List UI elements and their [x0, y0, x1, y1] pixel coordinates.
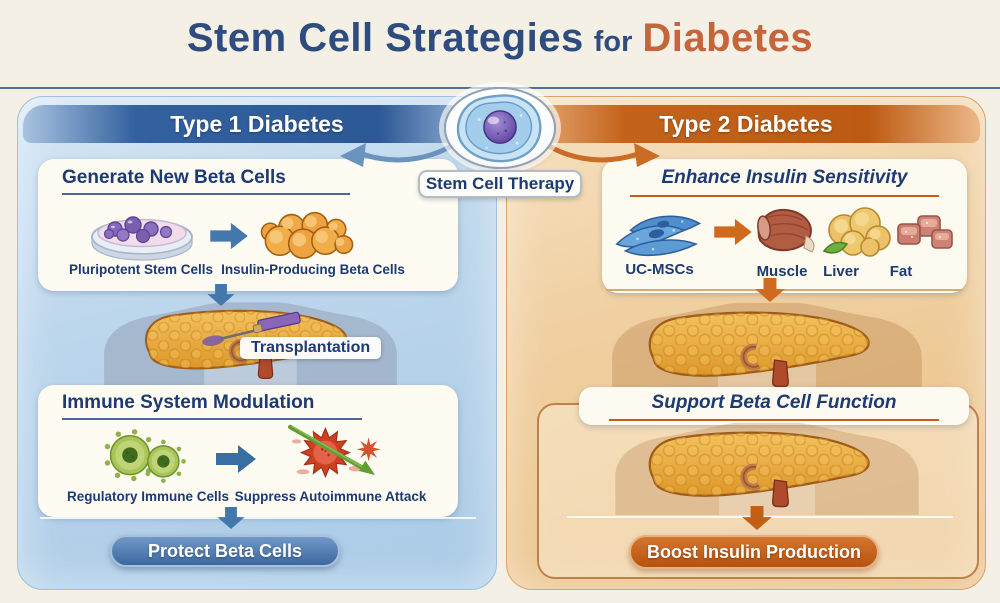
- protect-beta-cells-pill: Protect Beta Cells: [110, 535, 340, 567]
- autoimmune-attack-icon: [288, 424, 381, 479]
- title-connector: for: [593, 26, 633, 58]
- stem-cell-icon: [456, 94, 542, 163]
- type2-header: Type 2 Diabetes: [512, 105, 980, 143]
- transplantation-tag: Transplantation: [240, 337, 382, 359]
- type1-panel: Type 1 Diabetes Generate New Beta Cells: [17, 96, 497, 590]
- type2-header-label: Type 2 Diabetes: [659, 110, 833, 137]
- regulatory-cells-icon: [104, 429, 186, 484]
- suppress-attack-label: Suppress Autoimmune Attack: [234, 489, 427, 504]
- generate-beta-cells-card: Generate New Beta Cells: [38, 159, 458, 291]
- regulatory-cells-label: Regulatory Immune Cells: [66, 489, 230, 504]
- type1-header: Type 1 Diabetes: [23, 105, 491, 143]
- muscle-icon: [757, 208, 815, 253]
- type1-header-label: Type 1 Diabetes: [170, 110, 344, 137]
- sensitivity-title-underline: [630, 195, 939, 197]
- insulin-sensitivity-title: Enhance Insulin Sensitivity: [661, 167, 908, 188]
- immune-modulation-card: Immune System Modulation: [38, 385, 458, 517]
- title-main: Stem Cell Strategies: [186, 16, 584, 60]
- beta-cells-label: Insulin-Producing Beta Cells: [221, 262, 405, 277]
- support-function-title: Support Beta Cell Function: [651, 392, 897, 413]
- arrow-right-icon: [210, 222, 248, 250]
- sensitivity-card-divider: [606, 289, 963, 291]
- immune-title-underline: [62, 418, 362, 420]
- pancreas-icon: [633, 425, 883, 513]
- insulin-sensitivity-card: Enhance Insulin Sensitivity UC-MSCs: [602, 159, 967, 293]
- liver-icon: [822, 207, 891, 257]
- stem-cell-badge: [444, 87, 556, 169]
- type1-divider-line: [40, 517, 476, 519]
- arrow-down-icon: [217, 507, 245, 529]
- muscle-label: Muscle: [756, 263, 808, 280]
- msc-cells-icon: [615, 215, 702, 257]
- stem-cell-therapy-tag: Stem Cell Therapy: [418, 170, 582, 198]
- type2-panel: Type 2 Diabetes Enhance Insulin Sensitiv…: [506, 96, 986, 590]
- arrow-right-icon: [714, 218, 752, 246]
- support-title-underline: [609, 419, 939, 421]
- generate-beta-cells-title: Generate New Beta Cells: [62, 167, 286, 188]
- title-highlight: Diabetes: [642, 16, 814, 60]
- uc-mscs-label: UC-MSCs: [625, 261, 694, 278]
- page-title: Stem Cell Strategies for Diabetes: [0, 16, 1000, 61]
- arrow-down-icon: [742, 506, 772, 530]
- liver-label: Liver: [823, 263, 859, 280]
- immune-modulation-title: Immune System Modulation: [62, 392, 315, 413]
- boost-insulin-pill: Boost Insulin Production: [629, 535, 879, 569]
- arrow-right-icon: [216, 445, 256, 473]
- support-function-banner: Support Beta Cell Function: [579, 387, 969, 425]
- fat-label: Fat: [889, 263, 913, 280]
- pancreas-icon: [633, 305, 883, 393]
- generate-title-underline: [62, 193, 350, 195]
- pancreas-transplant-icon: [136, 303, 354, 385]
- beta-cell-cluster-icon: [260, 211, 354, 259]
- pluripotent-label: Pluripotent Stem Cells: [68, 262, 214, 277]
- petri-dish-icon: [91, 216, 193, 261]
- fat-icon: [897, 215, 953, 249]
